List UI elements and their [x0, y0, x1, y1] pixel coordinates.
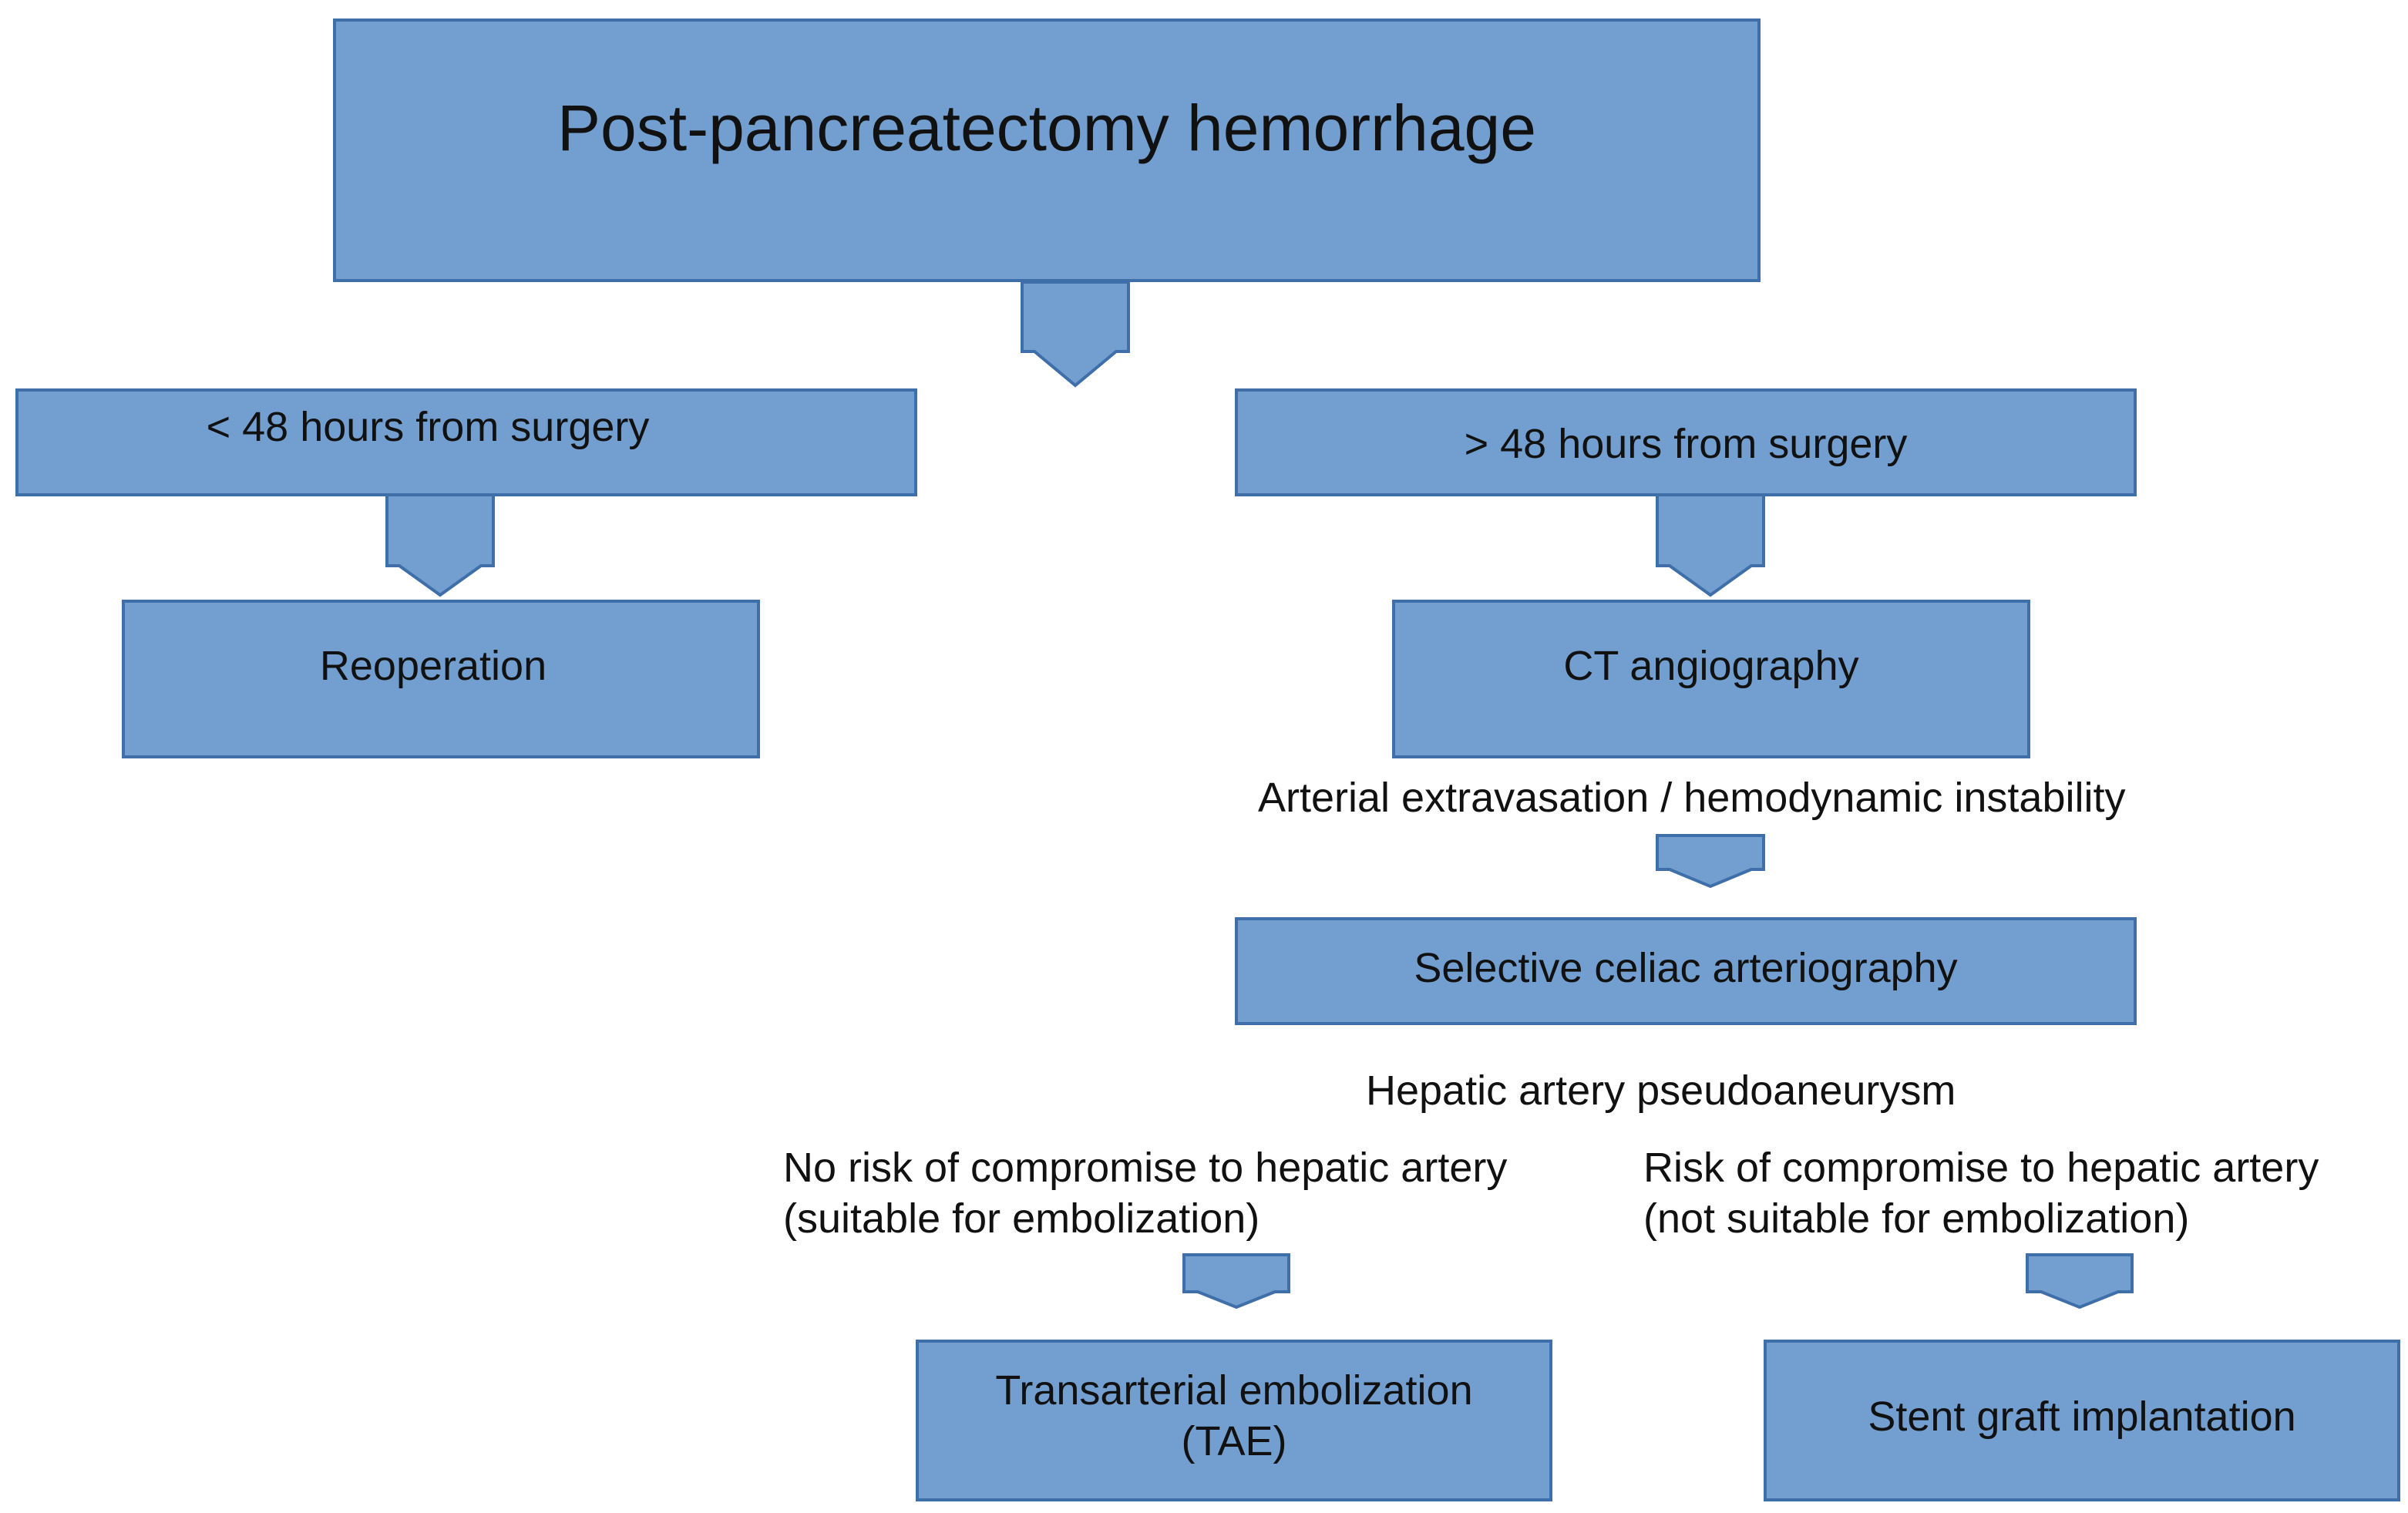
stent-graft-node: Stent graft implantation [1764, 1340, 2400, 1501]
branch-late-label: > 48 hours from surgery [1464, 421, 1908, 467]
branch-early-label: < 48 hours from surgery [206, 404, 650, 450]
selective-arteriography-label: Selective celiac arteriography [1414, 945, 1958, 991]
selective-arteriography-node: Selective celiac arteriography [1235, 917, 2137, 1025]
ct-angiography-node: CT angiography [1392, 600, 2030, 758]
branch-late-node: > 48 hours from surgery [1235, 388, 2137, 496]
condition-no-risk: No risk of compromise to hepatic artery … [783, 1142, 1507, 1244]
condition-pseudoaneurysm: Hepatic artery pseudoaneurysm [1366, 1068, 1956, 1114]
arrow-to-stent-graft [2026, 1253, 2134, 1310]
arrow-to-selective-arteriography [1656, 834, 1765, 889]
condition-risk-line1: Risk of compromise to hepatic artery [1643, 1145, 2319, 1191]
condition-risk-line2: (not suitable for embolization) [1643, 1195, 2190, 1242]
condition-extravasation: Arterial extravasation / hemodynamic ins… [1258, 775, 2126, 821]
reoperation-label: Reoperation [319, 643, 547, 689]
condition-no-risk-line2: (suitable for embolization) [783, 1195, 1260, 1242]
stent-graft-label: Stent graft implantation [1868, 1394, 2296, 1440]
tae-node: Transarterial embolization (TAE) [916, 1340, 1552, 1501]
ct-angiography-label: CT angiography [1563, 643, 1859, 689]
root-node-label: Post-pancreatectomy hemorrhage [557, 92, 1536, 164]
condition-risk: Risk of compromise to hepatic artery (no… [1643, 1142, 2319, 1244]
tae-label-line2: (TAE) [1181, 1418, 1287, 1464]
condition-no-risk-line1: No risk of compromise to hepatic artery [783, 1145, 1508, 1191]
arrow-root-to-branches [1021, 281, 1130, 388]
root-node: Post-pancreatectomy hemorrhage [333, 18, 1761, 282]
arrow-early-to-reoperation [385, 493, 495, 597]
reoperation-node: Reoperation [122, 600, 760, 758]
arrow-to-tae [1182, 1253, 1290, 1310]
branch-early-node: < 48 hours from surgery [15, 388, 917, 496]
arrow-late-to-ct [1656, 493, 1765, 597]
tae-label-line1: Transarterial embolization [995, 1367, 1473, 1414]
